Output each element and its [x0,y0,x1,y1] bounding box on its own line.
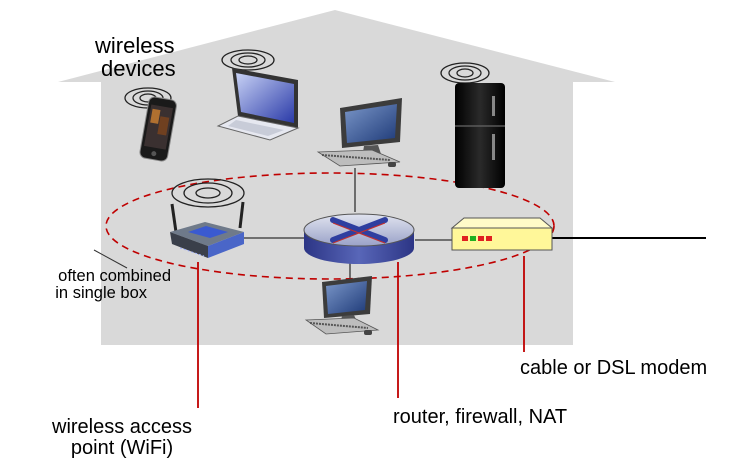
router-icon [303,213,415,264]
wireless-devices-line2: devices [101,56,176,82]
laptop-icon [216,68,300,141]
access-point-label: wireless access point (WiFi) [52,417,192,459]
access-point-line1: wireless access [52,416,193,438]
combined-line2: in single box [55,284,147,303]
wireless-devices-line1: wireless [95,33,175,58]
network-cables [236,168,460,278]
wireless-devices-label: wireless devices [95,34,176,80]
cable-modem-icon [450,217,554,251]
desktop-computer-icon [316,98,402,167]
leader-lines [197,256,525,408]
smartphone-icon [139,96,177,162]
combined-line1: often combined [58,267,171,285]
router-label: router, firewall, NAT [393,406,568,428]
wifi-waves-laptop [221,49,275,71]
wifi-waves-access-point [171,178,245,208]
combined-pointer-line [93,249,128,269]
wireless-router-icon [170,201,245,258]
modem-label: cable or DSL modem [520,357,708,379]
access-point-line2: point (WiFi) [70,437,174,459]
refrigerator-icon [455,83,505,188]
combined-box-label: often combined in single box [6,267,171,303]
desktop-computer-icon [304,276,380,335]
single-box-ellipse [105,172,555,280]
